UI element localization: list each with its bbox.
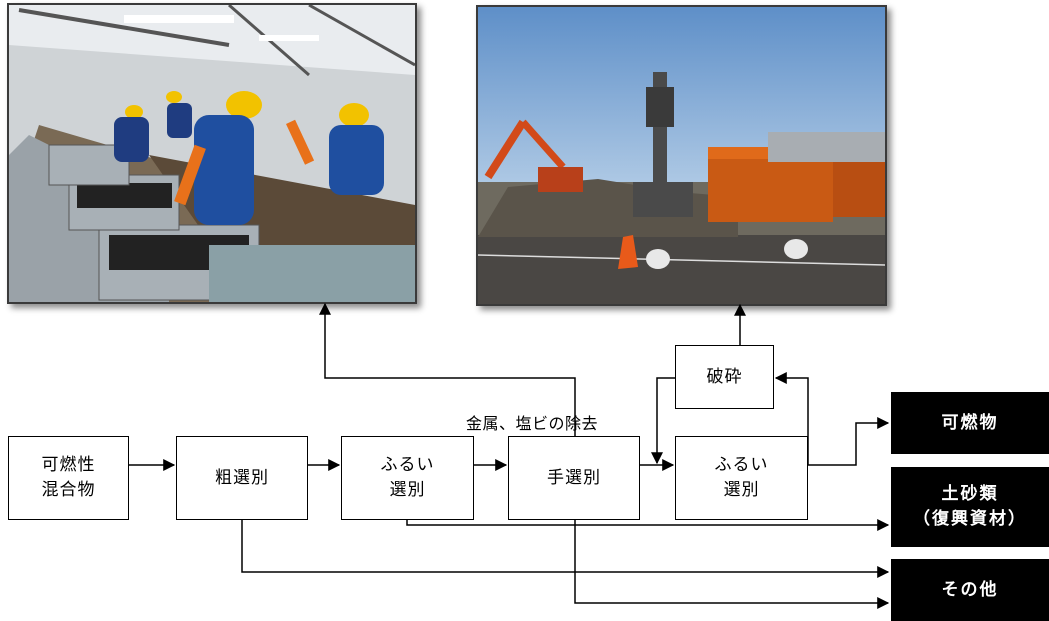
output-other-label: その他	[941, 579, 999, 600]
annotation-metal-pvc-removal: 金属、塩ビの除去	[466, 414, 599, 433]
node-coarse-sorting: 粗選別	[176, 436, 308, 520]
output-combustibles: 可燃物	[891, 392, 1049, 454]
sorting-line-image	[9, 5, 415, 302]
node-sieve-sorting-2-label: ふるい 選別	[714, 455, 769, 500]
node-combustible-mixture-label: 可燃性 混合物	[41, 455, 96, 500]
node-sieve-sorting-1-label: ふるい 選別	[380, 455, 435, 500]
node-sieve-sorting-2: ふるい 選別	[675, 436, 808, 520]
node-crushing-label: 破砕	[706, 366, 743, 387]
arrow-coarse-to-other	[241, 520, 890, 578]
arrow-sieve2-to-combustible	[808, 417, 890, 466]
node-combustible-mixture: 可燃性 混合物	[8, 436, 129, 520]
arrow-sieve1-to-soil	[406, 519, 890, 531]
output-combustibles-label: 可燃物	[941, 412, 999, 433]
crushing-site-image	[478, 7, 885, 304]
arrow-hand-to-other	[574, 520, 890, 609]
output-soil-label: 土砂類 （復興資材）	[913, 484, 1027, 529]
output-other: その他	[891, 559, 1049, 621]
arrow-crush-to-sieve2	[651, 377, 675, 465]
node-coarse-sorting-label: 粗選別	[215, 467, 269, 488]
node-sieve-sorting-1: ふるい 選別	[341, 436, 474, 520]
node-hand-sorting: 手選別	[508, 436, 640, 520]
output-soil-recovery-material: 土砂類 （復興資材）	[891, 467, 1049, 547]
photo-sorting-line	[7, 3, 417, 304]
node-hand-sorting-label: 手選別	[547, 467, 601, 488]
node-crushing: 破砕	[675, 345, 774, 409]
photo-crushing-site	[476, 5, 887, 306]
